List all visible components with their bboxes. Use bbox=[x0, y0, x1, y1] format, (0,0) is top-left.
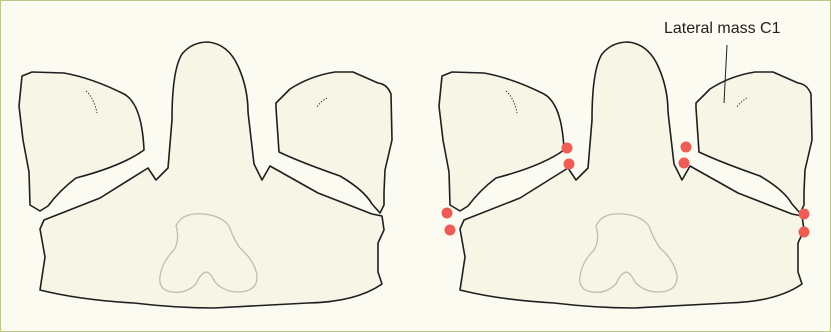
vertebra-right bbox=[439, 42, 812, 308]
joint-marker bbox=[564, 159, 575, 170]
joint-marker bbox=[445, 225, 456, 236]
joint-marker bbox=[562, 143, 573, 154]
joint-marker bbox=[681, 142, 692, 153]
joint-marker bbox=[799, 227, 810, 238]
joint-marker bbox=[799, 209, 810, 220]
lateral-mass-c1-label: Lateral mass C1 bbox=[664, 20, 781, 38]
vertebra-left bbox=[19, 42, 392, 308]
joint-marker bbox=[679, 158, 690, 169]
joint-marker bbox=[442, 208, 453, 219]
